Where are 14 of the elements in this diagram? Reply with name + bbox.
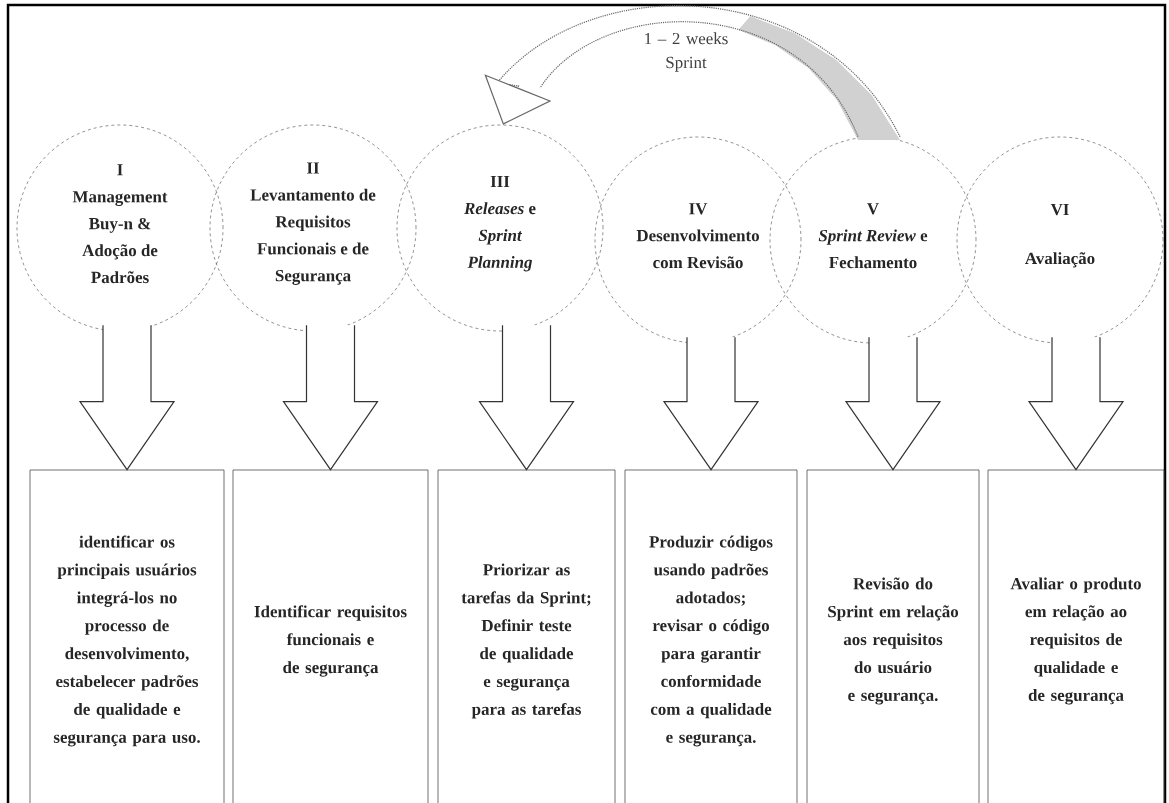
description-box: Avaliar o produto em relação ao requisitos de qualidade e de segurança <box>987 469 1165 803</box>
description-box: Revisão do Sprint em relação aos requisitos do usuário e segurança. <box>806 469 980 803</box>
block-arrow <box>662 336 760 471</box>
edge-label: 1 – 2 weeks Sprint <box>630 31 742 73</box>
block-arrow <box>478 324 575 471</box>
block-arrow <box>844 336 942 471</box>
description-box: Identificar requisitos funcionais e de segurança <box>232 469 429 803</box>
description-box: identificar os principais usuários integrá-los no processo de desenvolvimento, estabelecer padrões de qualidade e segurança para uso. <box>29 469 225 803</box>
description-box: Produzir códigos usando padrões adotados; revisar o código para garantir conformidade com a qualidade e segurança. <box>624 469 798 803</box>
description-box: Priorizar as tarefas da Sprint; Definir teste de qualidade e segurança para as tarefas <box>437 469 616 803</box>
block-arrow <box>78 324 176 471</box>
block-arrow <box>282 324 379 471</box>
block-arrow <box>1027 336 1125 471</box>
curved-arrow <box>484 5 901 138</box>
